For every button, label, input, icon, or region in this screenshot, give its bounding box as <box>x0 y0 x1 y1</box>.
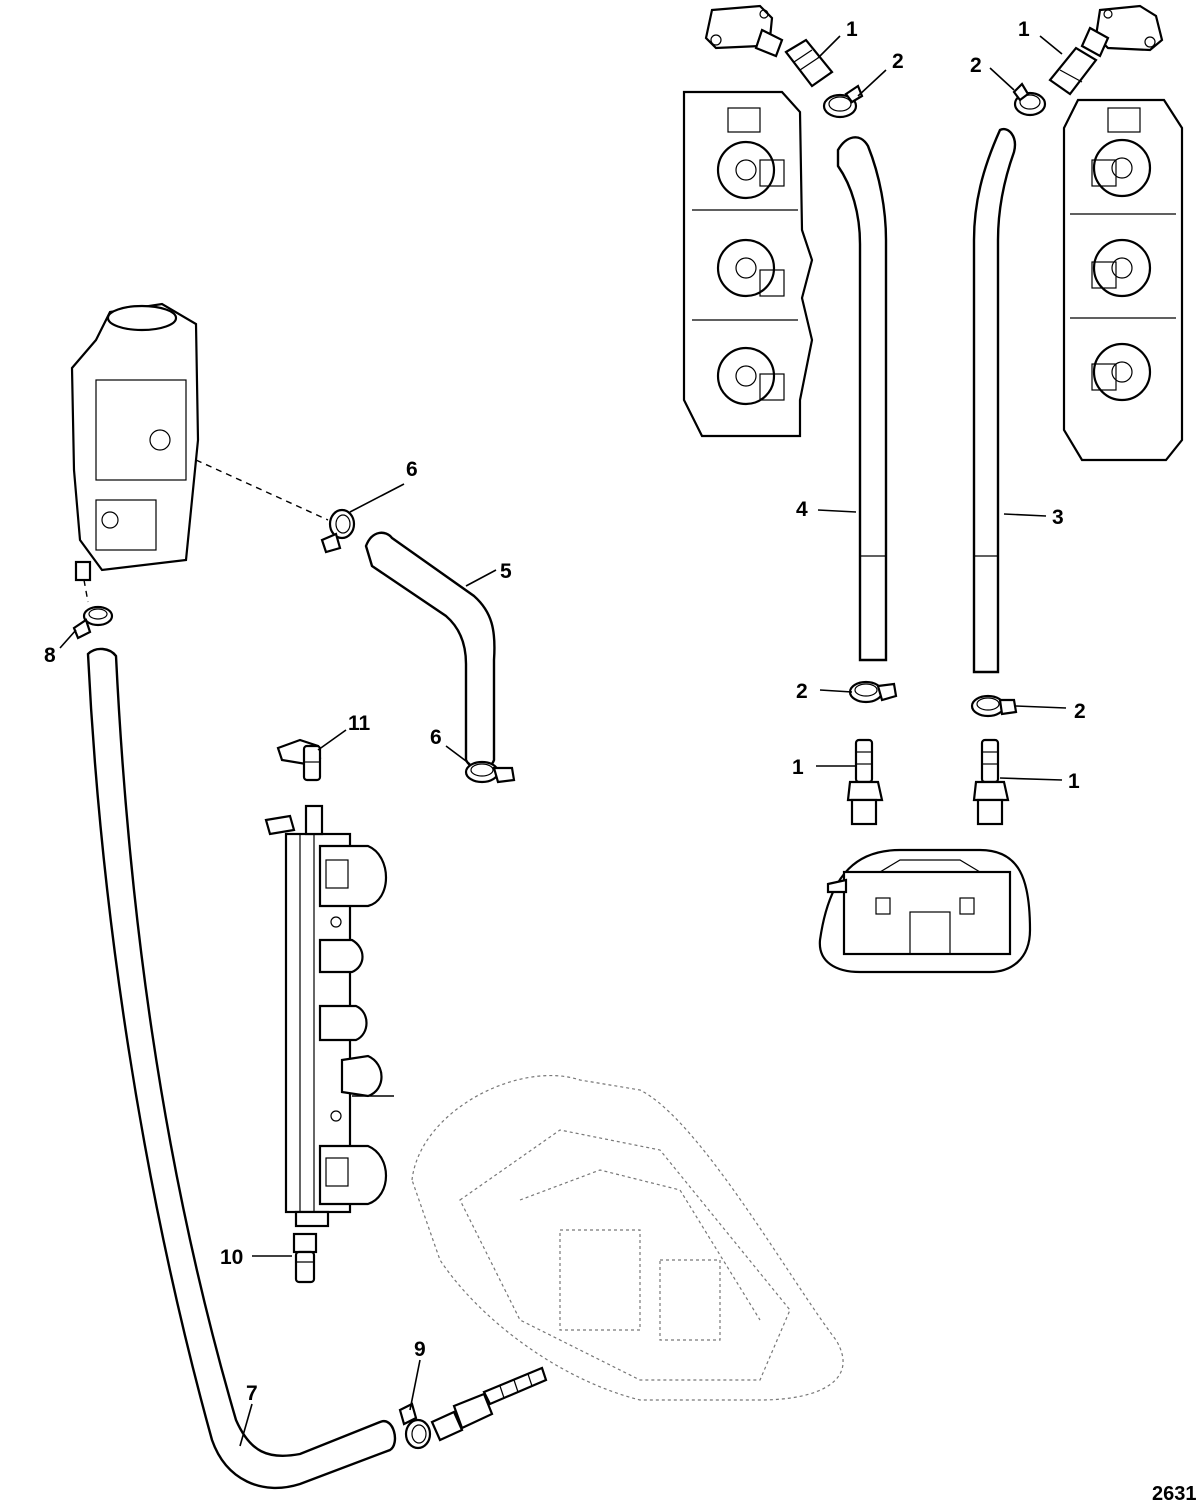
callout-2-lower-left: 2 <box>796 680 808 703</box>
leader-dashed-pump-to-clamp <box>195 459 329 521</box>
right-cylinder-head <box>1062 98 1184 462</box>
lower-hose-clamp-6 <box>464 760 516 784</box>
callout-10: 10 <box>220 1246 243 1269</box>
callout-11: 11 <box>348 712 371 735</box>
lower-right-hose-clamp <box>970 694 1018 718</box>
callout-1-top-left: 1 <box>846 18 858 41</box>
lower-left-hose-clamp <box>848 680 898 704</box>
callout-9: 9 <box>414 1338 426 1361</box>
top-left-hose-barb <box>784 38 834 88</box>
top-left-hose-clamp <box>822 84 864 119</box>
upper-hose-clamp-6 <box>320 508 356 554</box>
callout-1-lower-left: 1 <box>792 756 804 779</box>
callout-7: 7 <box>246 1382 258 1405</box>
callout-4: 4 <box>796 498 808 521</box>
hose-barb-fitting-9 <box>430 1366 548 1442</box>
hose-3 <box>972 127 1017 674</box>
callout-2-top-left: 2 <box>892 50 904 73</box>
elbow-fitting-11 <box>276 738 322 782</box>
engine-block-phantom <box>411 1075 844 1401</box>
callout-6-upper: 6 <box>406 458 418 481</box>
top-right-hose-barb <box>1048 46 1098 96</box>
hose-clamp-8 <box>72 605 114 640</box>
callout-8: 8 <box>44 644 56 667</box>
callout-6-lower: 6 <box>430 726 442 749</box>
hose-clamp-9 <box>398 1402 432 1450</box>
leader-dashed-pump-outlet <box>83 579 89 603</box>
callout-2-top-right: 2 <box>970 54 982 77</box>
adapter-plate <box>818 848 1032 974</box>
callout-5: 5 <box>500 560 512 583</box>
fuel-rail-assembly <box>264 804 388 1228</box>
leader-lines <box>59 35 1067 1447</box>
hose-7 <box>86 647 397 1490</box>
callout-2-lower-right: 2 <box>1074 700 1086 723</box>
top-right-hose-clamp <box>1012 82 1047 117</box>
hose-5 <box>364 531 496 771</box>
top-right-elbow-fitting <box>1080 4 1164 58</box>
top-left-elbow-fitting <box>704 4 784 58</box>
left-cylinder-head <box>682 90 814 438</box>
fitting-10 <box>292 1232 318 1284</box>
lower-left-hose-fitting <box>846 738 884 826</box>
callout-labels: 1 2 1 2 4 3 2 2 1 1 6 5 8 11 6 10 9 7 <box>44 18 1086 1405</box>
lower-right-hose-fitting <box>972 738 1010 826</box>
callout-1-lower-right: 1 <box>1068 770 1080 793</box>
callout-3: 3 <box>1052 506 1064 529</box>
figure-reference-number: 2631 <box>1152 1483 1197 1505</box>
fuel-pump-assembly <box>70 302 200 582</box>
callout-1-top-right: 1 <box>1018 18 1030 41</box>
hose-4 <box>836 136 888 662</box>
